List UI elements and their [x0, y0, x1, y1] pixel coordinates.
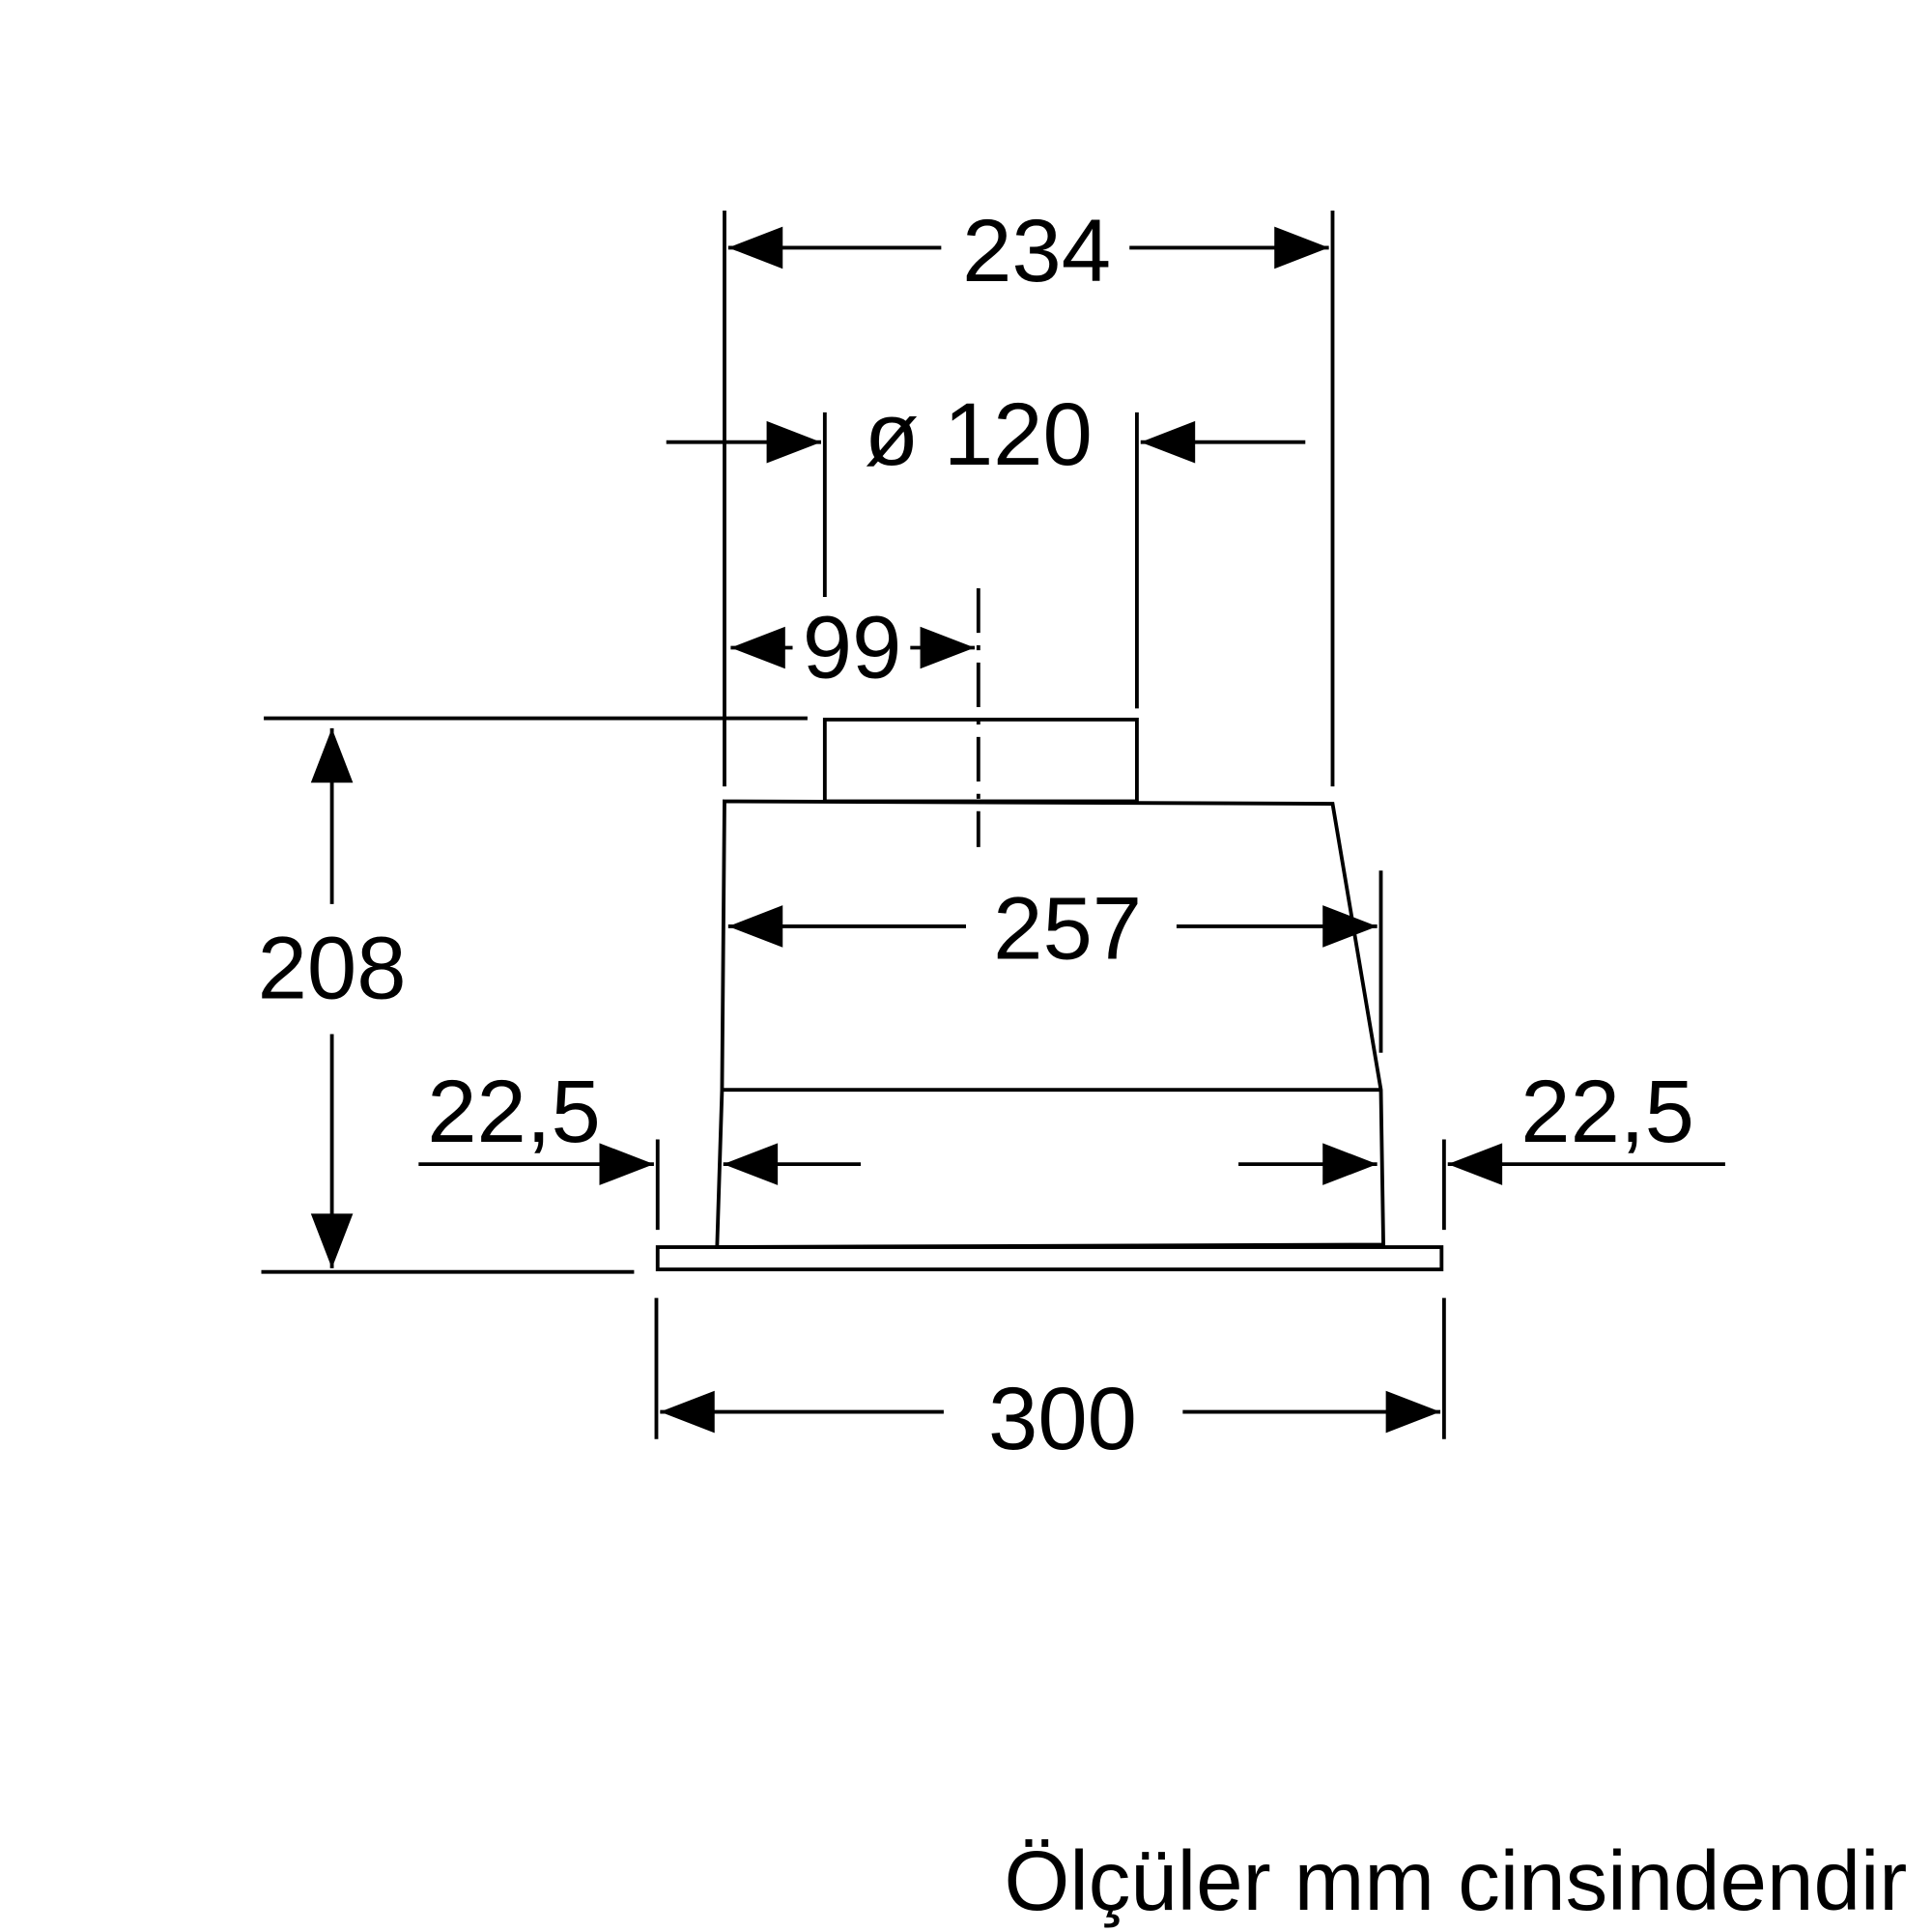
arrowhead — [727, 226, 783, 270]
arrowhead — [1447, 1143, 1503, 1185]
arrowhead — [730, 626, 785, 669]
dim-99: 99 — [803, 596, 902, 696]
arrowhead — [766, 420, 821, 464]
dim-right-22-5: 22,5 — [1520, 1061, 1694, 1161]
arrowhead — [1140, 420, 1196, 464]
arrowhead — [723, 1143, 779, 1185]
dim-duct-diameter: ø 120 — [865, 384, 1093, 484]
dimension-arrows — [310, 226, 1725, 1434]
arrowhead — [310, 727, 354, 783]
arrowhead — [727, 905, 783, 948]
dim-300: 300 — [988, 1368, 1137, 1468]
units-caption: Ölçüler mm cinsindendir — [1005, 1834, 1908, 1928]
dim-234: 234 — [962, 200, 1111, 300]
hood-body — [715, 799, 1386, 1249]
arrowhead — [1322, 905, 1378, 948]
dim-left-22-5: 22,5 — [427, 1061, 601, 1161]
drawing-lines — [261, 210, 1446, 1439]
dim-208: 208 — [258, 917, 407, 1017]
arrowhead — [310, 1213, 354, 1268]
arrowhead — [599, 1143, 654, 1185]
arrowhead — [920, 626, 975, 669]
duct-stub — [822, 717, 1139, 804]
arrowhead — [1385, 1390, 1441, 1434]
arrowhead — [1322, 1143, 1378, 1185]
dim-257: 257 — [993, 877, 1142, 978]
bottom-plate — [655, 1245, 1444, 1272]
arrowhead — [660, 1390, 715, 1434]
arrowhead — [1274, 226, 1329, 270]
